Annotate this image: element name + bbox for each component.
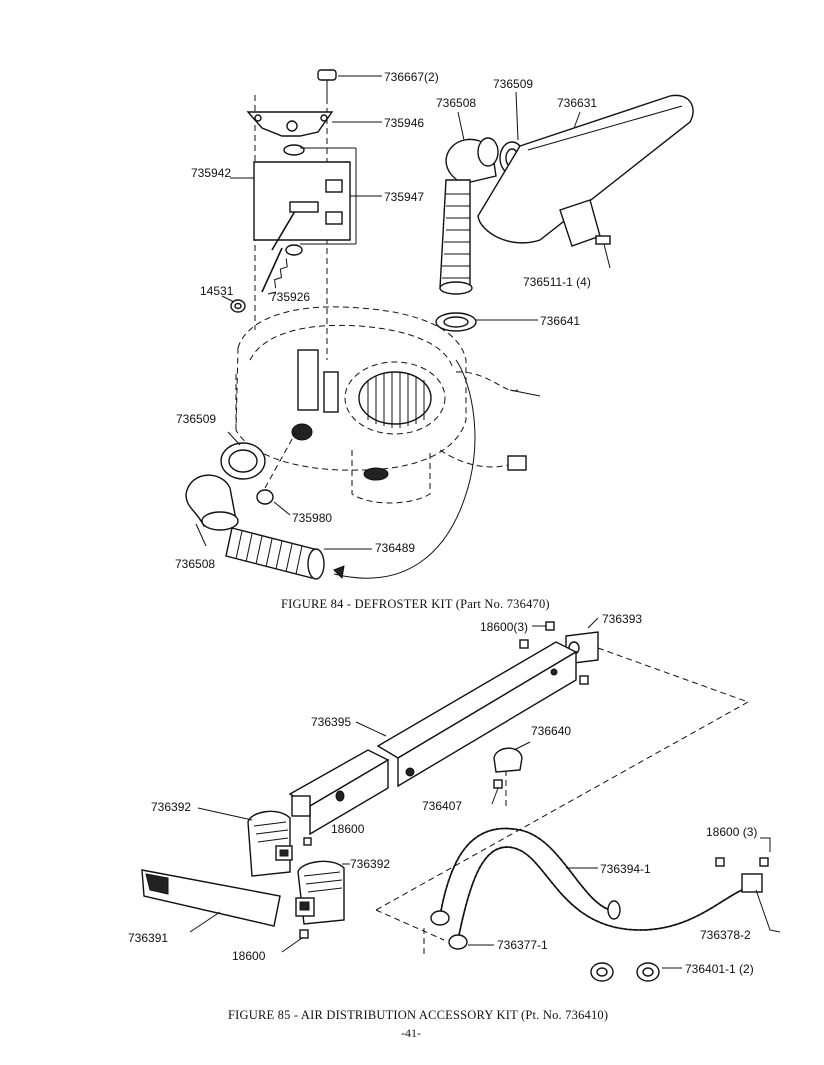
label-736401: 736401-1 (2) [685, 962, 754, 976]
label-736377: 736377-1 [497, 938, 548, 952]
label-18600-3-right: 18600 (3) [706, 825, 758, 839]
figure-85-caption: FIGURE 85 - AIR DISTRIBUTION ACCESSORY K… [228, 1008, 609, 1022]
label-14531: 14531 [200, 284, 234, 298]
label-735942: 735942 [191, 166, 232, 180]
label-736395: 736395 [311, 715, 352, 729]
label-736631: 736631 [557, 96, 598, 110]
label-736511: 736511-1 (4) [523, 275, 591, 289]
label-736394: 736394-1 [600, 862, 651, 876]
label-736392-b: 736392 [350, 857, 391, 871]
label-736640: 736640 [531, 724, 572, 738]
label-736407: 736407 [422, 799, 463, 813]
page-number: -41- [401, 1026, 421, 1040]
label-18600-bottom: 18600 [232, 949, 266, 963]
figure-84-caption: FIGURE 84 - DEFROSTER KIT (Part No. 7364… [281, 597, 550, 611]
label-18600-mid: 18600 [331, 822, 365, 836]
figure-84-drawing [185, 69, 694, 580]
label-736391: 736391 [128, 931, 169, 945]
label-735926: 735926 [270, 290, 311, 304]
label-735947: 735947 [384, 190, 425, 204]
label-736378: 736378-2 [700, 928, 751, 942]
label-735946: 735946 [384, 116, 425, 130]
label-736508-top: 736508 [436, 96, 477, 110]
label-736509-left: 736509 [176, 412, 217, 426]
label-736393: 736393 [602, 612, 643, 626]
label-736509-top: 736509 [493, 77, 534, 91]
label-736392-a: 736392 [151, 800, 192, 814]
label-736641: 736641 [540, 314, 581, 328]
label-735980: 735980 [292, 511, 333, 525]
figure-85-drawing [141, 617, 781, 982]
label-736489: 736489 [375, 541, 416, 555]
label-18600-3-top: 18600(3) [480, 620, 529, 634]
label-736508-left: 736508 [175, 557, 216, 571]
label-736667: 736667(2) [384, 70, 439, 84]
